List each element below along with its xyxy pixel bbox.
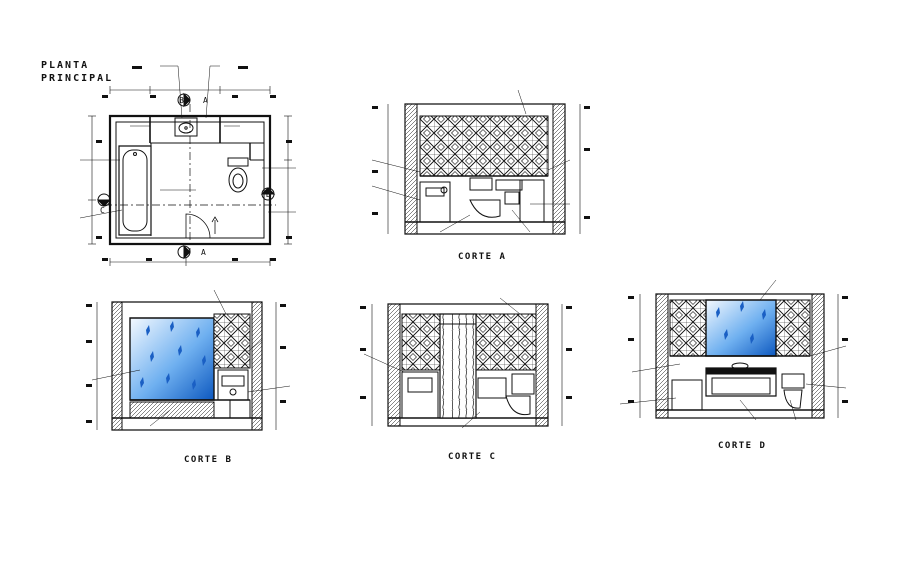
section-mark-a-top: A xyxy=(203,96,208,105)
section-a xyxy=(372,90,590,234)
plan-title-line2: PRINCIPAL xyxy=(41,73,114,84)
section-d xyxy=(620,280,848,420)
mirror-motifs xyxy=(140,301,766,390)
section-b xyxy=(86,290,290,430)
floor-plan xyxy=(80,66,296,266)
corte-d-title: CORTE D xyxy=(718,441,767,451)
corte-b-title: CORTE B xyxy=(184,455,233,465)
section-mark-b: B xyxy=(179,96,184,105)
section-c xyxy=(360,298,572,428)
corte-a-title: CORTE A xyxy=(458,252,507,262)
plan-title-line1: PLANTA xyxy=(41,60,90,71)
section-mark-a-bottom: A xyxy=(201,248,206,257)
corte-c-title: CORTE C xyxy=(448,452,497,462)
section-mark-c: C xyxy=(100,206,105,215)
